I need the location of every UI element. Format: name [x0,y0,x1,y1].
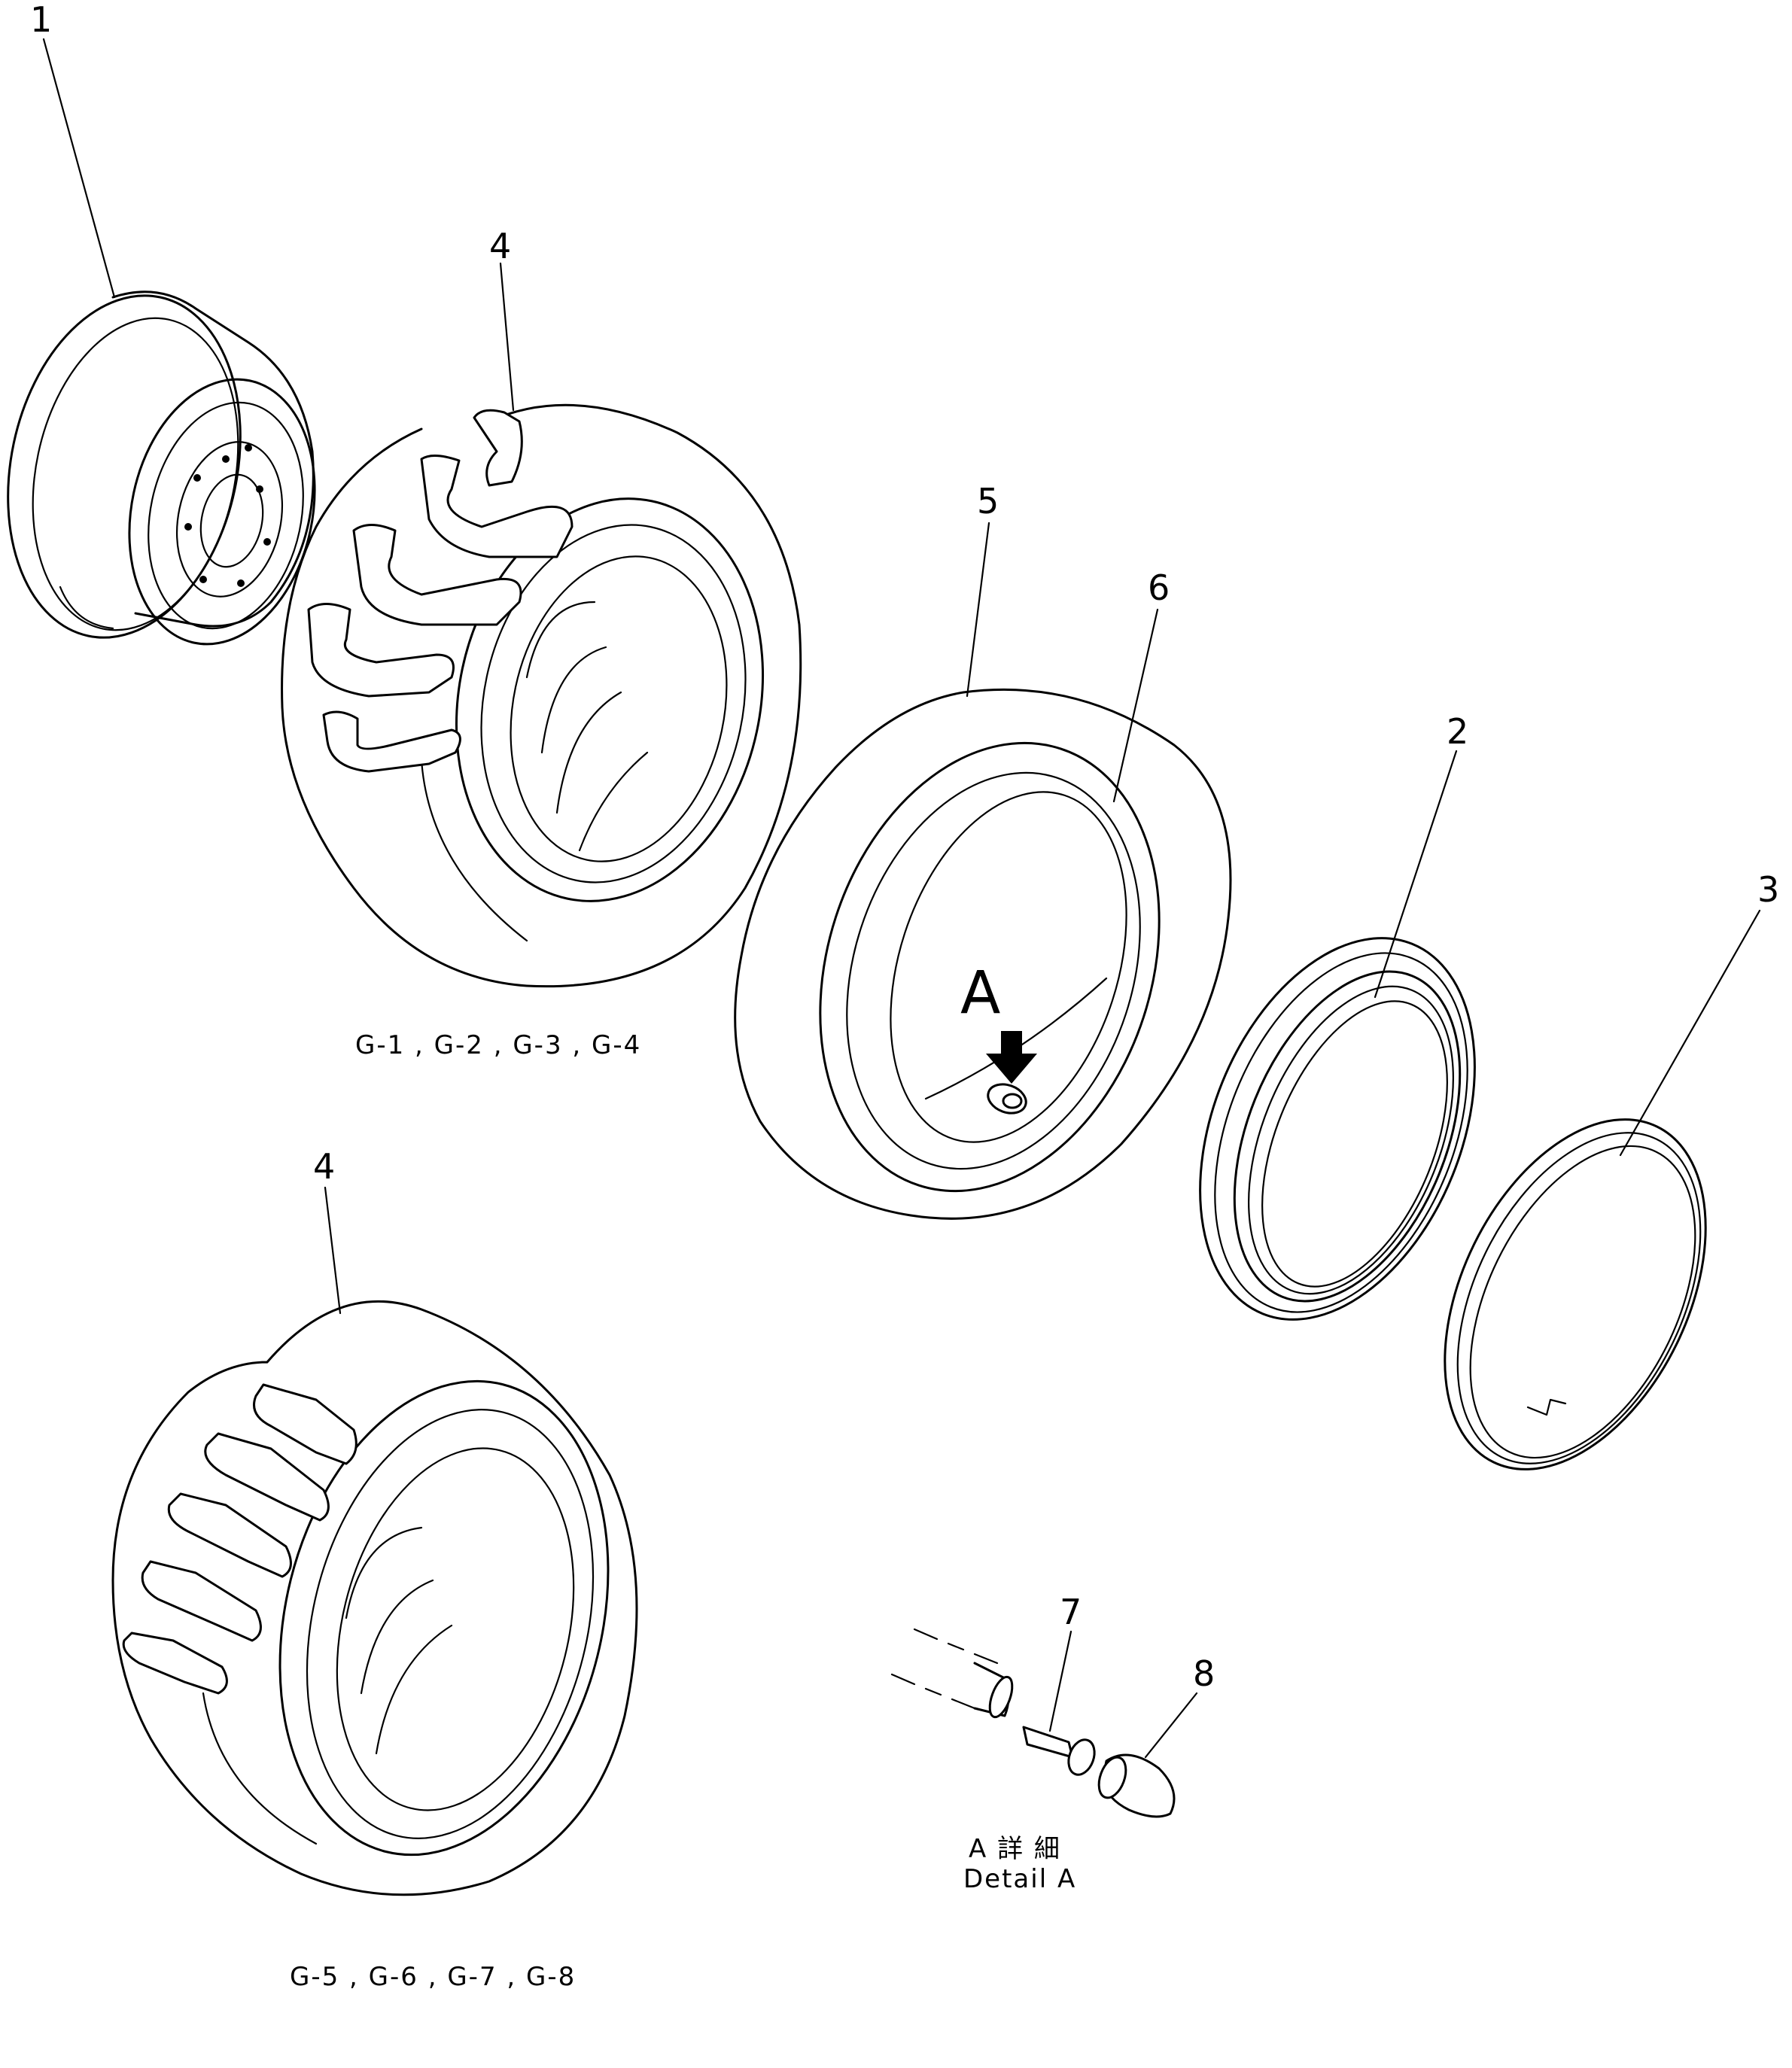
lower-tire-models-caption: G-5 , G-6 , G-7 , G-8 [290,1962,576,1992]
callout-tire-upper: 4 [489,226,511,266]
detail-a-parts [890,1628,1176,1818]
detail-a-title-jp: A 詳 細 [969,1834,1061,1864]
callout-lock-ring: 3 [1757,869,1779,910]
rim-part [7,290,316,646]
detail-a-title-en: Detail A [963,1864,1076,1894]
callout-rim: 1 [30,0,52,40]
upper-tire-models-caption: G-1 , G-2 , G-3 , G-4 [355,1030,641,1060]
valve-stem-marker [986,1031,1037,1115]
captions: A G-1 , G-2 , G-3 , G-4 G-5 , G-6 , G-7 … [290,959,1076,1992]
tire-lower-tread-lugs [122,1383,357,1695]
callout-valve-cap: 8 [1193,1653,1215,1694]
valve-cap-part [1097,1753,1176,1818]
leader-lines [42,38,1761,1759]
tube-part [734,688,1232,1220]
lock-ring-part [1444,1118,1707,1470]
detail-a-marker: A [960,959,1000,1027]
callout-flap: 6 [1148,567,1170,608]
callout-side-ring: 2 [1447,711,1468,752]
callout-tube: 5 [977,481,999,522]
tire-lower-part [111,1300,638,1896]
callout-tire-lower: 4 [313,1146,335,1187]
callout-labels: 1 4 5 6 2 3 4 7 8 [30,0,1779,1694]
tire-upper-tread-lugs [307,409,574,773]
rim-bolt-holes [184,444,271,587]
callout-valve-core: 7 [1060,1592,1082,1632]
tire-upper-part [281,403,802,988]
valve-core-part [1022,1726,1096,1776]
side-ring-part [1199,937,1476,1321]
